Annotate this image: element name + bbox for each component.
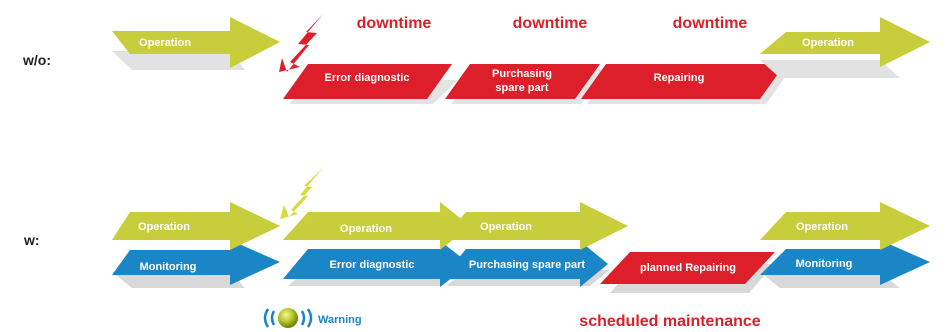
operation-arrow-left: Operation: [112, 17, 280, 70]
operation-arrow-bottom-1: Operation: [112, 202, 280, 250]
error-diagnostic-blue-label: Error diagnostic: [330, 259, 415, 271]
scheduled-maintenance-label: scheduled maintenance: [579, 313, 760, 330]
repairing-label: Repairing: [654, 72, 705, 84]
lightning-bolt-yellow-icon: [280, 168, 323, 219]
purchasing-blue-label: Purchasing spare part: [469, 259, 585, 271]
repairing-step: Repairing: [581, 64, 791, 104]
purchasing-label-line2: spare part: [495, 82, 549, 94]
operation-arrow-bottom-3: Operation: [441, 202, 628, 250]
purchasing-label-line1: Purchasing: [492, 68, 552, 80]
operation-label-right: Operation: [802, 37, 854, 49]
error-diagnostic-step: Error diagnostic: [283, 64, 458, 104]
monitoring-arrow-right: Monitoring: [760, 240, 930, 288]
error-diagnostic-blue-step: Error diagnostic: [283, 241, 470, 287]
operation-bottom-2-label: Operation: [340, 223, 392, 235]
row-label-without: w/o:: [22, 52, 51, 68]
operation-bottom-4-label: Operation: [796, 221, 848, 233]
monitoring-label-left: Monitoring: [140, 261, 197, 273]
operation-label-left: Operation: [139, 37, 191, 49]
operation-bottom-3-label: Operation: [480, 221, 532, 233]
downtime-label-2: downtime: [513, 15, 588, 32]
warning-indicator: Warning: [263, 308, 362, 328]
warning-label: Warning: [318, 314, 362, 326]
warning-signal-icon: [263, 308, 313, 328]
purchasing-blue-step: Purchasing spare part: [441, 241, 610, 287]
monitoring-label-right: Monitoring: [796, 258, 853, 270]
downtime-label-3: downtime: [673, 15, 748, 32]
operation-arrow-right: Operation: [760, 17, 930, 78]
error-diagnostic-label: Error diagnostic: [325, 72, 410, 84]
operation-arrow-bottom-4: Operation: [760, 202, 930, 250]
downtime-label-1: downtime: [357, 15, 432, 32]
purchasing-step: Purchasing spare part: [445, 64, 606, 104]
monitoring-arrow-left: Monitoring: [112, 240, 280, 288]
operation-arrow-bottom-2: Operation: [283, 202, 470, 250]
planned-repairing-step: planned Repairing: [600, 252, 775, 293]
planned-repairing-label: planned Repairing: [640, 262, 736, 274]
lightning-bolt-red-icon: [279, 14, 323, 72]
row-label-with: w:: [23, 232, 40, 248]
operation-bottom-1-label: Operation: [138, 221, 190, 233]
